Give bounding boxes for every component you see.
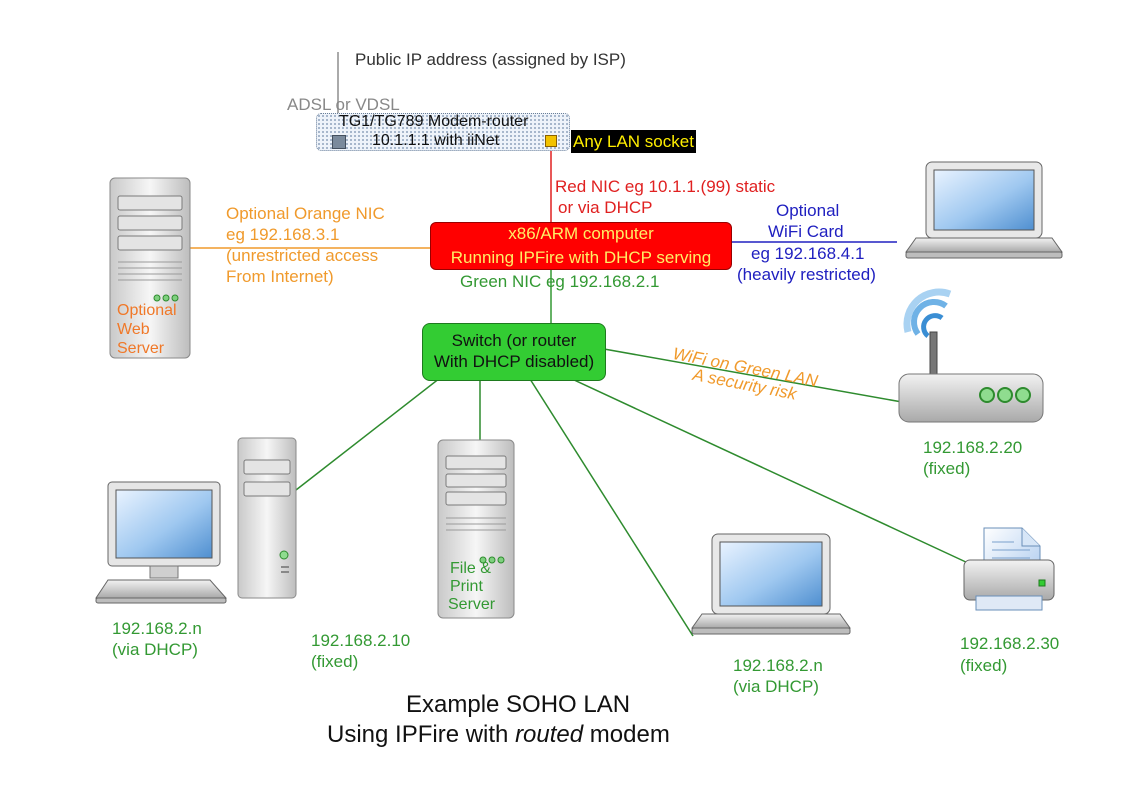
ipfire-computer: x86/ARM computer Running IPFire with DHC… [430,222,732,270]
orange-nic-access: (unrestricted access [226,246,379,265]
caption-suffix: modem [583,721,670,748]
switch-to-desktop [295,377,441,491]
line-type-label: ADSL or VDSL [287,95,400,114]
file-server-mode: (fixed) [311,652,359,671]
network-switch: Switch (or router With DHCP disabled) [422,323,606,381]
caption-prefix: Using IPFire with [327,721,516,748]
switch-subtitle: With DHCP disabled) [433,352,595,371]
file-server-label-2: Print [450,578,483,595]
laptop-icon [905,161,1063,259]
web-server-label-2: Web [117,321,150,338]
file-server-label-1: File & [450,560,491,577]
switch-to-laptop [529,378,694,637]
modem-router [316,113,570,151]
file-server-label-3: Server [448,596,496,613]
caption-emphasis: routed [515,721,584,748]
wifi-router-icon [898,288,1044,423]
laptop-icon-lan [691,533,851,635]
switch-title: Switch (or router [451,331,577,350]
printer-ip: 192.168.2.30 [960,634,1060,653]
desktop-computer-icon [95,437,297,604]
desktop-mode: (via DHCP) [112,640,198,659]
red-nic-dhcp-label: or via DHCP [558,198,653,217]
lan-socket-label: Any LAN socket [571,130,696,153]
orange-nic-ip: eg 192.168.3.1 [226,225,340,244]
switch-to-wifi-router [603,348,903,403]
red-nic-label: Red NIC eg 10.1.1.(99) static [555,177,776,196]
wan-port-icon [332,135,346,149]
switch-to-printer [571,378,969,564]
blue-nic-label: Optional [776,201,840,220]
web-server-label-1: Optional [117,302,177,319]
connection-lines [190,52,969,637]
blue-nic-card: WiFi Card [768,222,844,241]
file-server-icon [437,439,515,619]
caption-subtitle: Using IPFire with routed modem [327,720,670,750]
web-server-label-3: Server [117,340,165,357]
green-nic-label: Green NIC eg 192.168.2.1 [460,272,660,291]
orange-nic-label: Optional Orange NIC [226,204,385,223]
ipfire-computer-subtitle: Running IPFire with DHCP serving [450,248,712,267]
file-server-ip: 192.168.2.10 [311,631,411,650]
wifi-router-mode: (fixed) [923,459,971,478]
blue-nic-restriction: (heavily restricted) [737,265,876,284]
modem-title: TG1/TG789 Modem-router [339,113,529,130]
printer-mode: (fixed) [960,656,1008,675]
tower-server-icon [109,177,191,359]
caption-title: Example SOHO LAN [406,691,631,718]
blue-nic-ip: eg 192.168.4.1 [751,244,865,263]
orange-nic-access-cont: From Internet) [226,267,334,286]
printer-icon [963,527,1055,611]
lan-port-icon [545,135,557,147]
wifi-router-ip: 192.168.2.20 [923,438,1023,457]
desktop-ip: 192.168.2.n [112,619,202,638]
laptop-ip: 192.168.2.n [733,656,823,675]
modem-ip: 10.1.1.1 with iiNet [372,132,500,149]
public-ip-label: Public IP address (assigned by ISP) [355,50,626,69]
laptop-mode: (via DHCP) [733,677,819,696]
ipfire-computer-title: x86/ARM computer [508,224,654,243]
